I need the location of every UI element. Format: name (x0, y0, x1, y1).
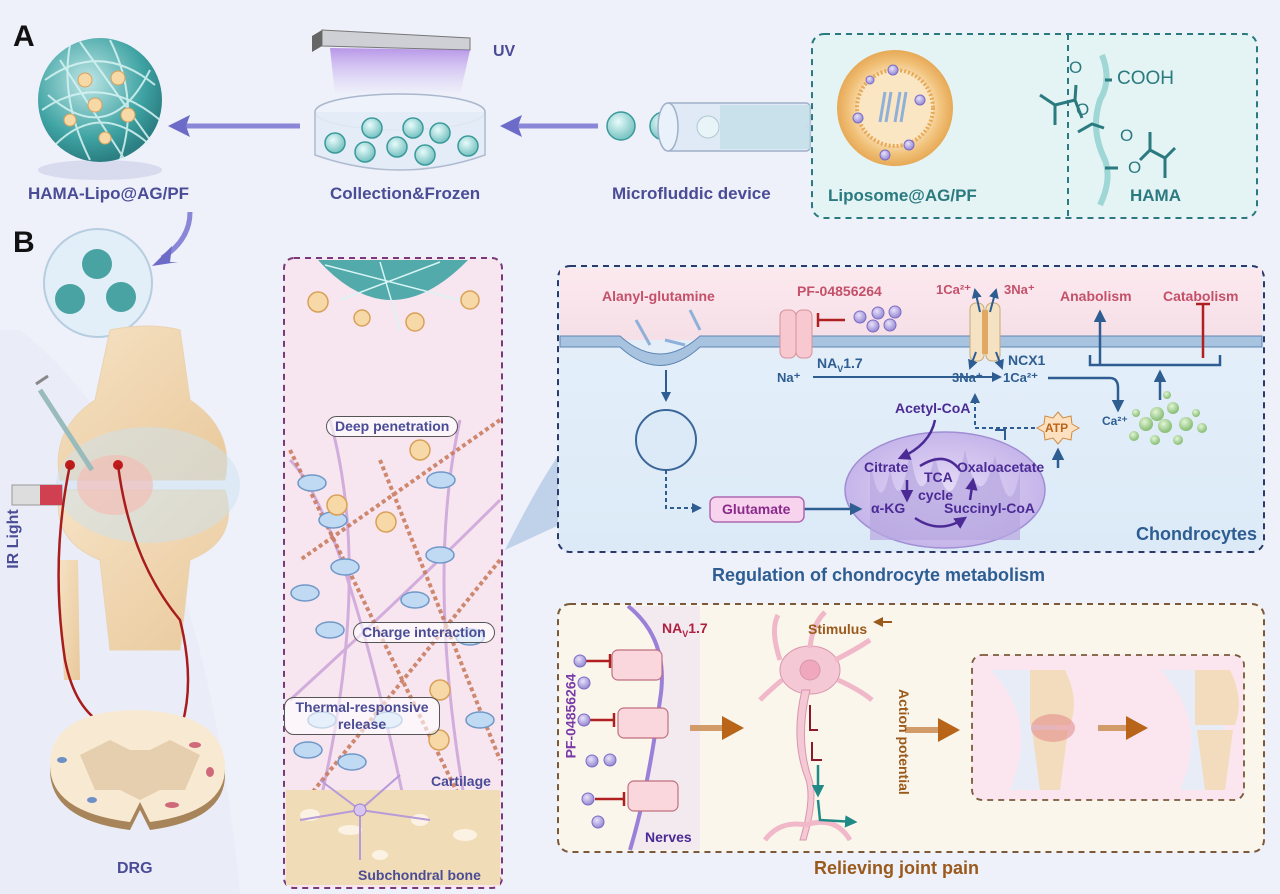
uv-lamp-and-dish (312, 29, 486, 171)
ncx1-channel (969, 302, 1001, 362)
chem-o-label-1: O (1069, 58, 1083, 77)
step-label-hama-lipo: HAMA-Lipo@AG/PF (28, 184, 190, 203)
nav17-channel (779, 309, 813, 359)
curved-arrow-down (152, 211, 193, 266)
chem-o-label-4: O (1128, 158, 1142, 177)
tca-label: TCA (924, 469, 953, 485)
step-label-collection: Collection&Frozen (330, 184, 481, 203)
chem-o-label-3: O (1120, 126, 1134, 145)
panel-a-letter: A (13, 20, 35, 53)
arrow-left-2 (500, 115, 598, 137)
arrow-left-1 (168, 115, 300, 137)
oxaloacetate-label: Oxaloacetate (957, 459, 1045, 475)
hama-structure (1039, 53, 1177, 207)
hydrogel-microsphere-illustration (38, 38, 162, 180)
chem-cooh-label: COOH (1117, 68, 1174, 89)
deep-penetration-label: Deep penetration (326, 416, 459, 437)
alpha-kg-label: α-KG (871, 500, 906, 516)
microspheres-bubble (43, 228, 153, 338)
tissue-penetration-panel (283, 257, 570, 889)
anabolism-label: Anabolism (1060, 288, 1132, 304)
drg-spinal-section (50, 710, 225, 830)
step-label-microfluidic: Microfluddic device (612, 184, 771, 203)
charge-interaction-label: Charge interaction (353, 622, 495, 643)
metabolism-title: Regulation of chondrocyte metabolism (712, 565, 1046, 585)
thermal-release-line2: release (337, 716, 387, 732)
chondrocytes-label: Chondrocytes (1136, 524, 1258, 544)
drg-label: DRG (117, 860, 153, 877)
atp-label: ATP (1045, 421, 1069, 435)
subchondral-bone-label: Subchondral bone (358, 867, 481, 883)
cycle-label: cycle (918, 487, 954, 503)
nav17-label-top: NAV1.7 (817, 355, 863, 374)
chem-o-label-2: O (1076, 100, 1090, 119)
pain-title: Relieving joint pain (814, 858, 980, 878)
hama-label: HAMA (1130, 186, 1181, 205)
nav17-label-bottom: NAV1.7 (662, 620, 708, 639)
panel-b-letter: B (13, 226, 35, 259)
inhibitor-label-vertical: PF-04856264 (562, 673, 579, 759)
chondrocyte-metabolism-panel (557, 265, 1265, 553)
joint-pain-panel (557, 603, 1265, 853)
thermal-release-line1: Thermal-responsive (295, 699, 429, 715)
healthy-knee (1160, 670, 1239, 790)
ir-light-label: IR Light (4, 509, 22, 569)
inhibitor-label-top: PF-04856264 (797, 283, 882, 299)
glutamate-label: Glutamate (722, 501, 791, 517)
acetyl-coa-label: Acetyl-CoA (895, 400, 971, 416)
ca-out-label: 1Ca²⁺ (936, 282, 972, 297)
ir-light-source (11, 484, 63, 506)
stimulus-label: Stimulus (808, 621, 868, 637)
alanyl-glutamine-label: Alanyl-glutamine (602, 288, 715, 304)
cartilage-label: Cartilage (431, 773, 491, 789)
syringe-icon (35, 374, 95, 472)
ca2-label: Ca²⁺ (1102, 414, 1128, 428)
na-in-label: 3Na⁺ (952, 370, 983, 385)
neuron (758, 610, 874, 842)
liposome-illustration (837, 50, 953, 166)
ncx1-label: NCX1 (1008, 352, 1046, 368)
nerves-label: Nerves (645, 829, 692, 845)
components-inset-box (811, 33, 1258, 219)
ca-in-label: 1Ca²⁺ (1003, 370, 1039, 385)
na-plus-label: Na⁺ (777, 370, 801, 385)
succinyl-coa-label: Succinyl-CoA (944, 500, 1036, 516)
catabolism-label: Catabolism (1163, 288, 1239, 304)
action-potential-label: Action potential (896, 689, 912, 795)
uv-label: UV (493, 43, 516, 60)
inflamed-knee (990, 670, 1075, 790)
thermal-release-label: Thermal-responsive release (284, 697, 440, 735)
na-out-label: 3Na⁺ (1004, 282, 1035, 297)
citrate-label: Citrate (864, 459, 909, 475)
liposome-label: Liposome@AG/PF (828, 186, 977, 205)
